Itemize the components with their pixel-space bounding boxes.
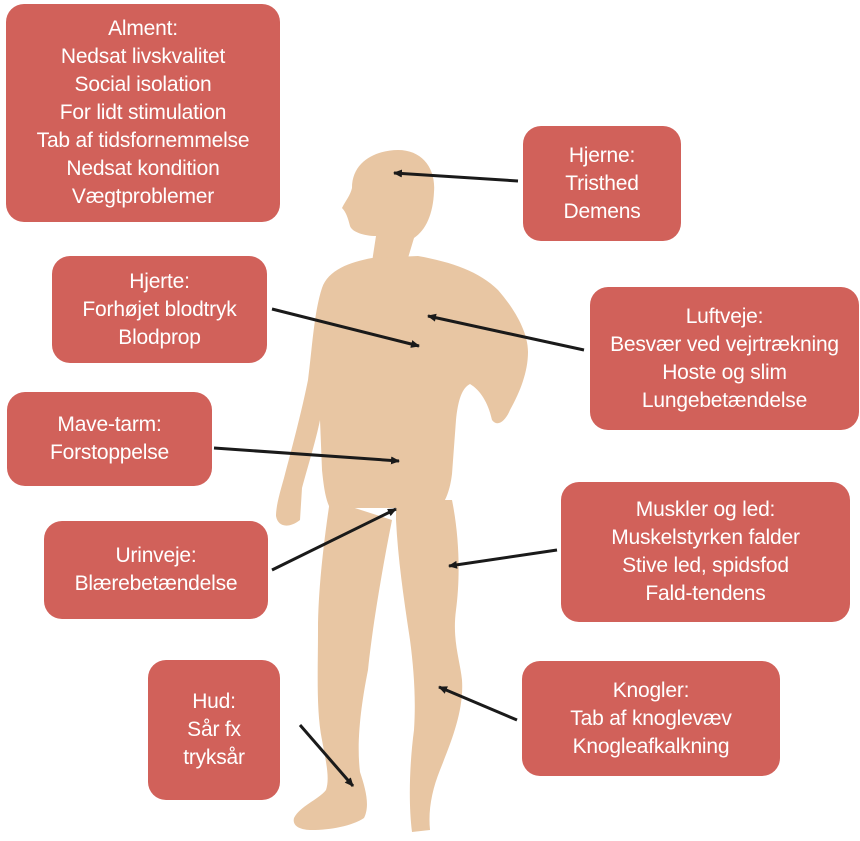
alment-line-1: Nedsat livskvalitet [61, 43, 225, 71]
hjerne-line-2: Demens [564, 198, 641, 226]
alment-line-4: Tab af tidsfornemmelse [37, 127, 250, 155]
alment-line-5: Nedsat kondition [66, 155, 219, 183]
box-alment: Alment: Nedsat livskvalitet Social isola… [6, 4, 280, 222]
urinveje-line-1: Blærebetændelse [75, 570, 238, 598]
luftveje-line-1: Besvær ved vejrtrækning [610, 331, 839, 359]
muskler-line-2: Stive led, spidsfod [622, 552, 789, 580]
mave-line-1: Forstoppelse [50, 439, 169, 467]
alment-line-6: Vægtproblemer [72, 183, 214, 211]
muskler-title: Muskler og led: [636, 496, 775, 524]
hud-title: Hud: [192, 688, 236, 716]
silhouette-head [342, 150, 434, 262]
urinveje-title: Urinveje: [115, 542, 196, 570]
luftveje-line-3: Lungebetændelse [642, 387, 807, 415]
hud-line-2: tryksår [183, 744, 245, 772]
silhouette-torso [276, 256, 528, 526]
alment-line-2: Social isolation [75, 71, 212, 99]
box-hud: Hud: Sår fx tryksår [148, 660, 280, 800]
box-hjerte: Hjerte: Forhøjet blodtryk Blodprop [52, 256, 267, 363]
hud-line-1: Sår fx [187, 716, 241, 744]
box-muskler-og-led: Muskler og led: Muskelstyrken falder Sti… [561, 482, 850, 622]
human-silhouette [276, 150, 528, 832]
hjerne-title: Hjerne: [569, 142, 635, 170]
alment-title: Alment: [108, 15, 178, 43]
box-luftveje: Luftveje: Besvær ved vejrtrækning Hoste … [590, 287, 859, 430]
arrow-muskler [449, 550, 557, 566]
hjerte-title: Hjerte: [129, 268, 189, 296]
luftveje-line-2: Hoste og slim [662, 359, 787, 387]
hjerne-line-1: Tristhed [565, 170, 638, 198]
silhouette-right-leg [396, 500, 462, 832]
silhouette-left-leg [294, 500, 392, 830]
luftveje-title: Luftveje: [686, 303, 764, 331]
knogler-title: Knogler: [613, 677, 690, 705]
muskler-line-3: Fald-tendens [645, 580, 765, 608]
knogler-line-1: Tab af knoglevæv [570, 705, 731, 733]
muskler-line-1: Muskelstyrken falder [611, 524, 800, 552]
hjerte-line-1: Forhøjet blodtryk [82, 296, 236, 324]
knogler-line-2: Knogleafkalkning [573, 733, 730, 761]
box-hjerne: Hjerne: Tristhed Demens [523, 126, 681, 241]
mave-title: Mave-tarm: [57, 411, 161, 439]
alment-line-3: For lidt stimulation [60, 99, 226, 127]
hjerte-line-2: Blodprop [118, 324, 200, 352]
box-mave-tarm: Mave-tarm: Forstoppelse [7, 392, 212, 486]
box-urinveje: Urinveje: Blærebetændelse [44, 521, 268, 619]
box-knogler: Knogler: Tab af knoglevæv Knogleafkalkni… [522, 661, 780, 776]
